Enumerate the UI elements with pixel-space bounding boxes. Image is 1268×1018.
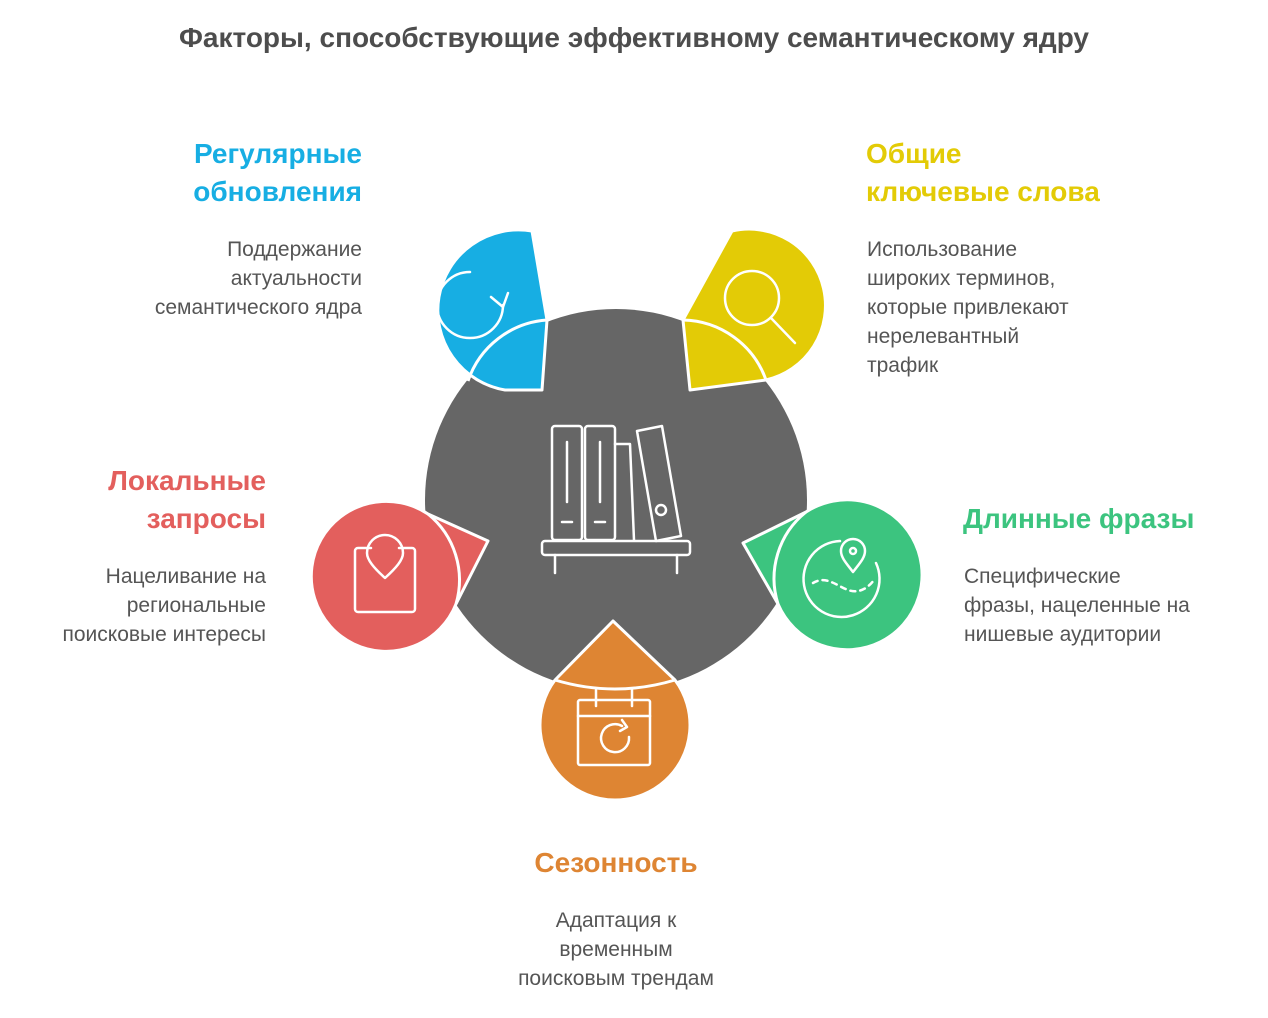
local-desc-line: поисковые интересы <box>62 623 267 646</box>
general-desc-line: трафик <box>867 354 939 377</box>
regular-description: Поддержание актуальности семантического … <box>80 235 362 322</box>
local-heading-line2: запросы <box>146 503 266 534</box>
longtail-description: Специфические фразы, нацеленные на нишев… <box>964 562 1254 649</box>
seasonal-heading: Сезонность <box>466 844 766 882</box>
magnifier-icon <box>723 269 797 345</box>
seasonal-desc-line: временным <box>559 938 673 961</box>
longtail-desc-line: нишевые аудитории <box>964 623 1162 646</box>
regular-heading-line2: обновления <box>193 176 362 207</box>
regular-heading-line1: Регулярные <box>193 138 362 169</box>
regular-desc-line: семантического ядра <box>154 296 362 319</box>
node-regular <box>436 228 549 392</box>
seasonal-desc-line: поисковым трендам <box>518 967 714 990</box>
map-route-icon <box>802 537 881 619</box>
regular-desc-line: Поддержание <box>227 238 362 261</box>
seasonal-description: Адаптация к временным поисковым трендам <box>466 906 766 993</box>
longtail-desc-line: фразы, нацеленные на <box>964 594 1190 617</box>
general-desc-line: нерелевантный <box>867 325 1020 348</box>
node-local <box>309 499 490 653</box>
location-bag-icon <box>353 533 417 614</box>
seasonal-desc-line: Адаптация к <box>555 909 677 932</box>
local-desc-line: региональные <box>126 594 266 617</box>
general-description: Использование широких терминов, которые … <box>867 235 1167 380</box>
diagram-title: Факторы, способствующие эффективному сем… <box>178 22 1089 53</box>
general-desc-line: которые привлекают <box>867 296 1069 319</box>
general-desc-line: Использование <box>867 238 1018 261</box>
regular-heading: Регулярные обновления <box>120 135 362 211</box>
refresh-icon <box>435 270 510 340</box>
seasonal-heading-line1: Сезонность <box>534 847 698 878</box>
node-longtail <box>741 498 924 652</box>
bookshelf-icon <box>540 424 692 575</box>
regular-desc-line: актуальности <box>230 267 362 290</box>
calendar-refresh-icon <box>576 688 652 767</box>
longtail-heading-line1: Длинные фразы <box>963 503 1195 534</box>
general-heading-line2: ключевые слова <box>866 176 1100 207</box>
longtail-heading: Длинные фразы <box>963 500 1253 538</box>
local-description: Нацеливание на региональные поисковые ин… <box>10 562 267 649</box>
local-heading-line1: Локальные <box>108 465 266 496</box>
general-heading-line1: Общие <box>866 138 962 169</box>
general-heading: Общие ключевые слова <box>866 135 1166 211</box>
local-heading: Локальные запросы <box>40 462 266 538</box>
general-desc-line: широких терминов, <box>867 267 1056 290</box>
longtail-desc-line: Специфические <box>964 565 1121 588</box>
node-general <box>681 227 827 392</box>
local-desc-line: Нацеливание на <box>105 565 266 588</box>
